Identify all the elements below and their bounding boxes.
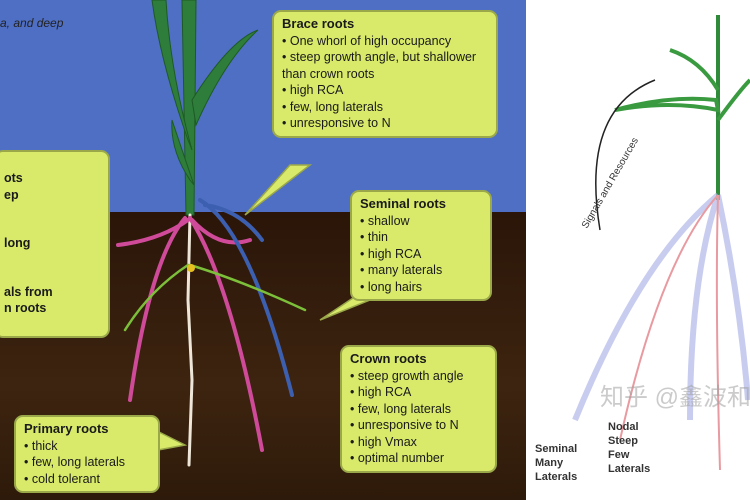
callout-item: unresponsive to N xyxy=(282,115,488,132)
callout-item: thick xyxy=(24,438,150,455)
callout-item: cold tolerant xyxy=(24,471,150,488)
callout-item: steep growth angle xyxy=(350,368,487,385)
callout-title: Seminal roots xyxy=(360,196,446,211)
callout-item: few, long laterals xyxy=(24,454,150,471)
callout-item: few, long laterals xyxy=(350,401,487,418)
callout-item: thin xyxy=(360,229,482,246)
callout-title: Crown roots xyxy=(350,351,427,366)
callout-tails xyxy=(104,164,372,451)
signals-arrow xyxy=(595,79,656,231)
right-plant xyxy=(572,15,750,471)
callout-primary-roots: Primary roots thickfew, long lateralscol… xyxy=(14,415,160,493)
callout-item: high Vmax xyxy=(350,434,487,451)
callout-item: optimal number xyxy=(350,450,487,467)
left-line: long xyxy=(4,236,31,250)
seminal-roots xyxy=(123,263,307,332)
callout-item: few, long laterals xyxy=(282,99,488,116)
callout-partial-left: ots ep long als from n roots xyxy=(0,150,110,338)
left-line: als from xyxy=(4,284,53,299)
callout-seminal-roots: Seminal roots shallowthinhigh RCAmany la… xyxy=(350,190,492,301)
callout-item: high RCA xyxy=(360,246,482,263)
primary-root xyxy=(186,213,194,467)
root-node xyxy=(187,264,195,272)
caption-text: a, and deep xyxy=(0,16,64,30)
callout-title: Primary roots xyxy=(24,421,109,436)
seminal-title: Seminal xyxy=(535,443,578,455)
callout-item: long hairs xyxy=(360,279,482,296)
maize-shoot xyxy=(151,0,259,216)
callout-item: steep growth angle, but shallower than c… xyxy=(282,49,488,82)
callout-item: high RCA xyxy=(350,384,487,401)
callout-item: One whorl of high occupancy xyxy=(282,33,488,50)
brace-roots xyxy=(198,198,294,397)
callout-crown-roots: Crown roots steep growth anglehigh RCAfe… xyxy=(340,345,497,473)
left-line: ep xyxy=(4,187,19,202)
callout-item: many laterals xyxy=(360,262,482,279)
callout-item: shallow xyxy=(360,213,482,230)
left-line: n roots xyxy=(4,301,47,315)
callout-item: unresponsive to N xyxy=(350,417,487,434)
callout-item: high RCA xyxy=(282,82,488,99)
left-line: ots xyxy=(4,171,23,185)
crown-roots xyxy=(116,216,264,452)
nodal-title: Nodal xyxy=(608,421,639,433)
callout-brace-roots: Brace roots One whorl of high occupancys… xyxy=(272,10,498,138)
watermark: 知乎 @鑫波和 xyxy=(600,384,750,411)
nodal-sub: Steep xyxy=(608,435,638,447)
seminal-sub: Many Laterals xyxy=(535,457,578,483)
callout-title: Brace roots xyxy=(282,16,355,31)
nodal-sub: Few Laterals xyxy=(608,449,651,475)
